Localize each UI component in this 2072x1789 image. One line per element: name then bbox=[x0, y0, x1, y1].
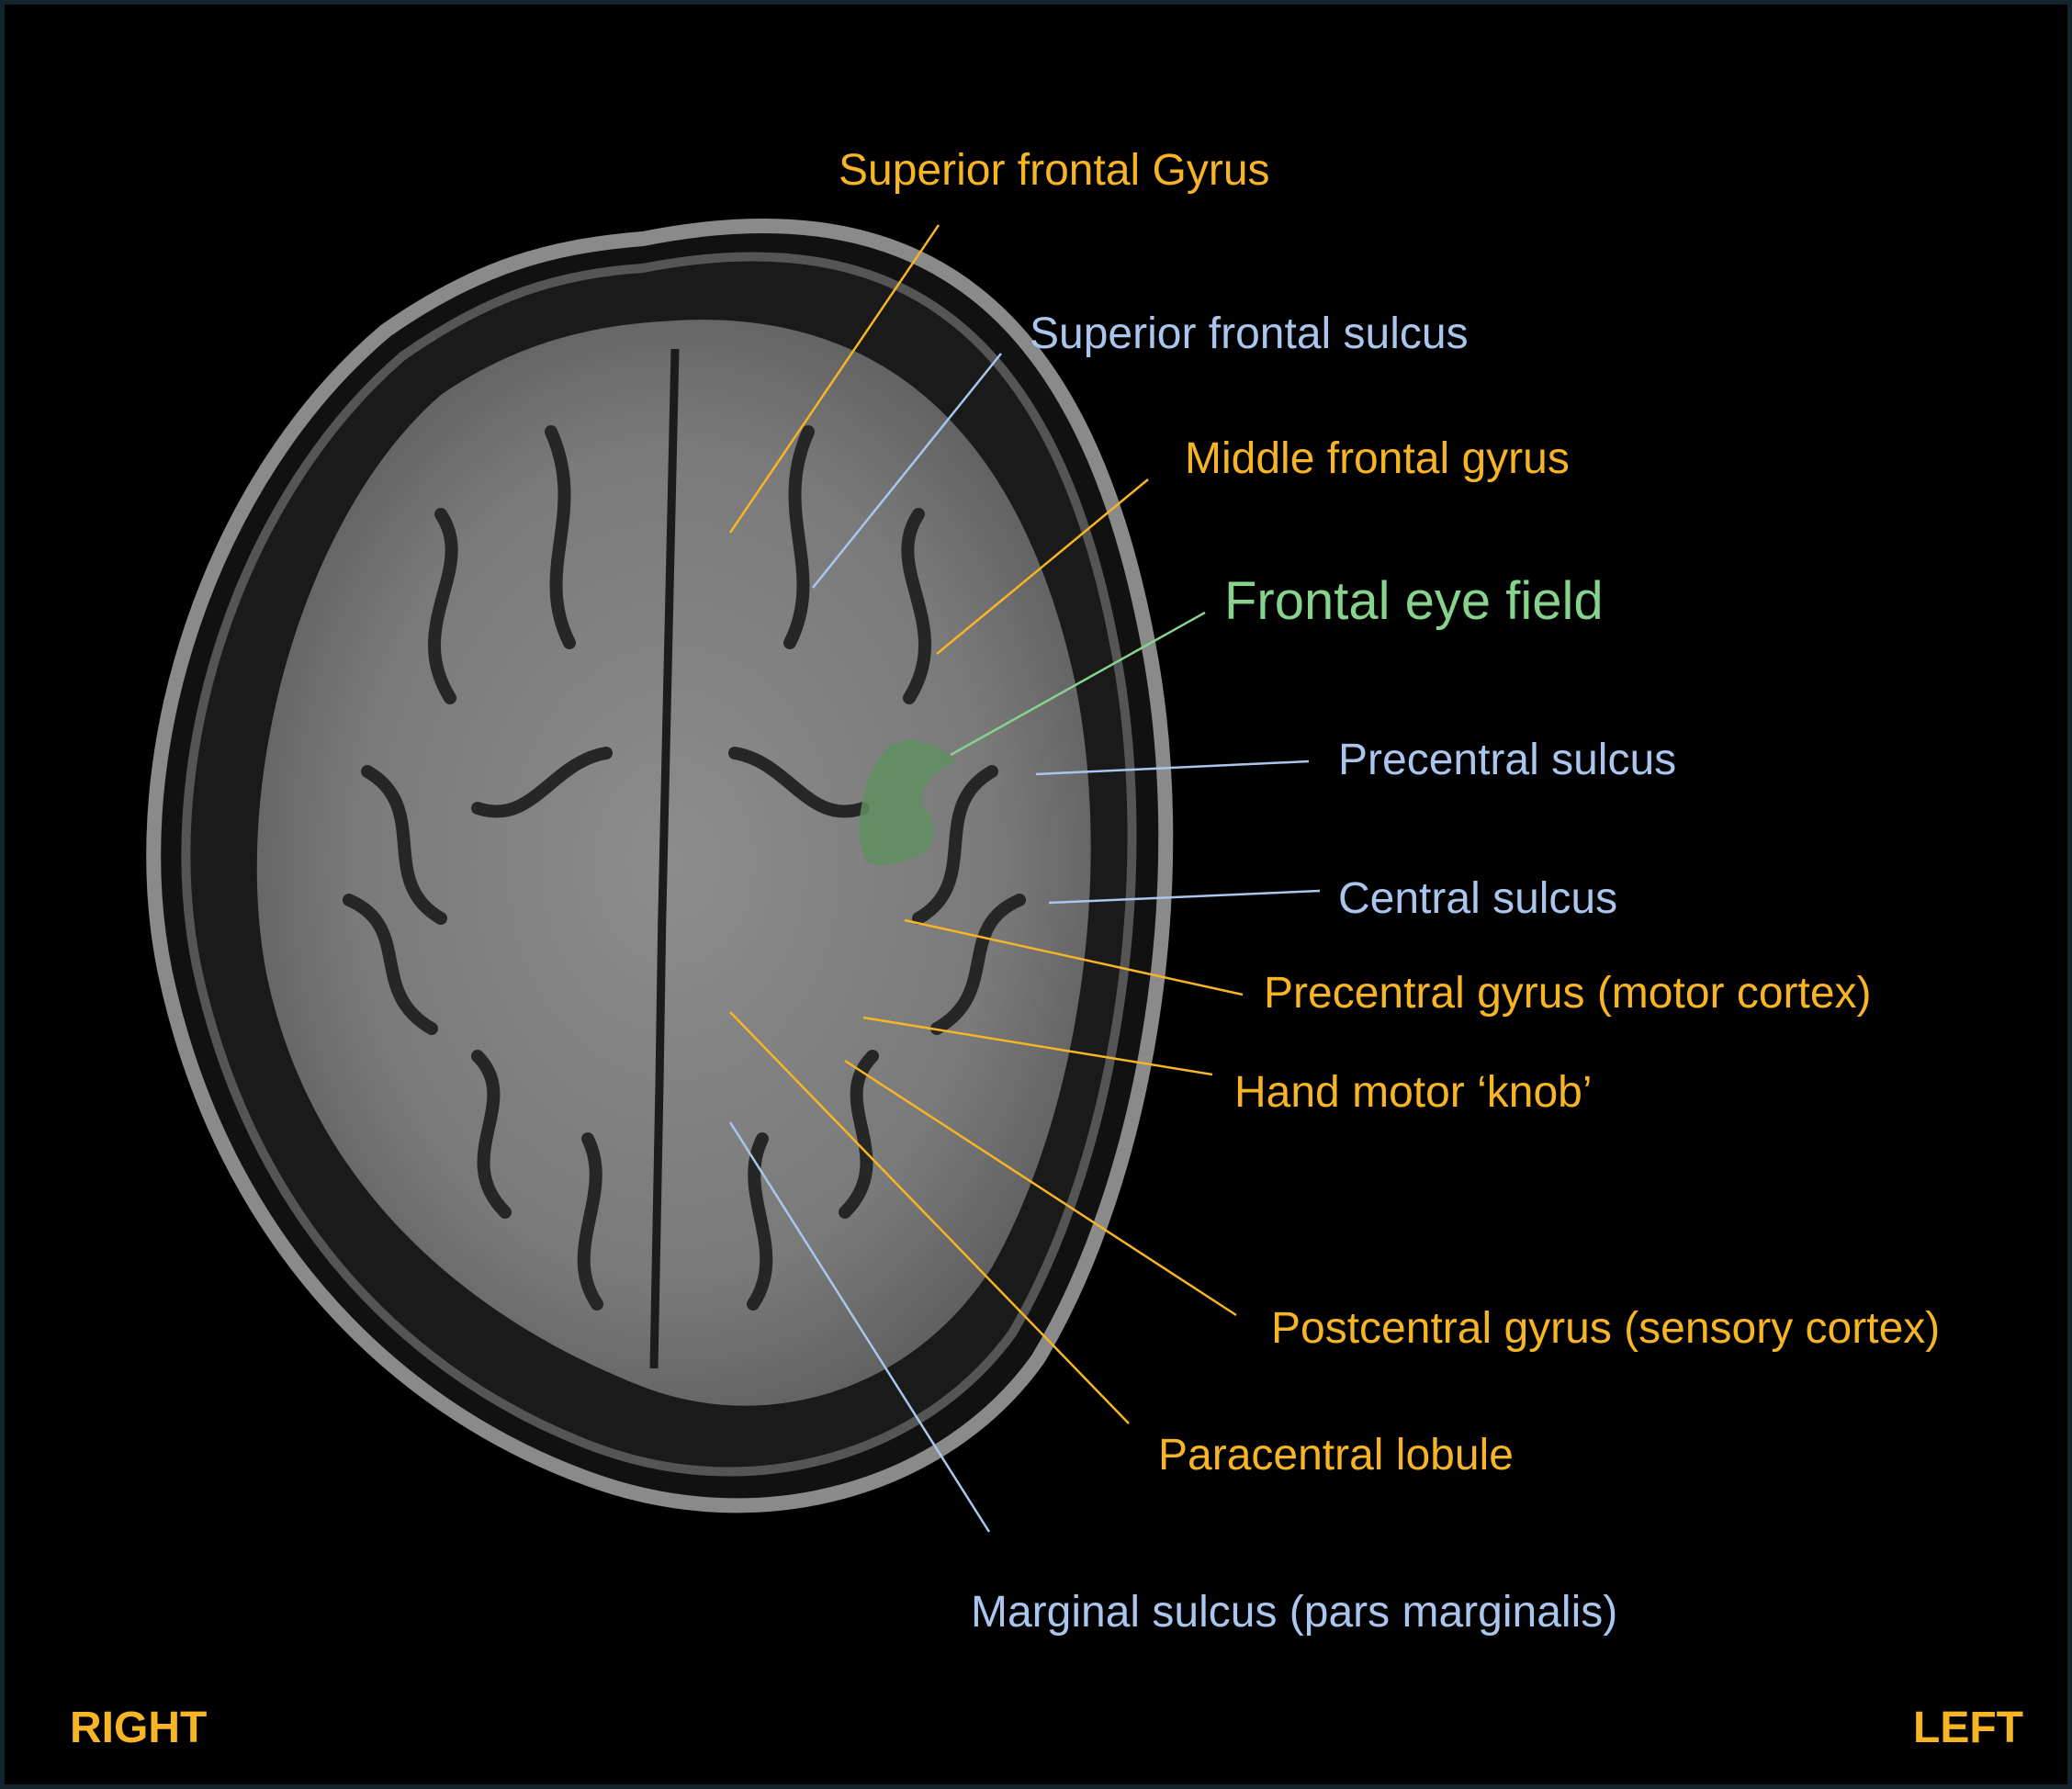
leader-line-precentral-sulcus bbox=[1035, 759, 1310, 776]
leader-line-postcentral-gyrus bbox=[844, 1059, 1237, 1317]
orientation-left-label: LEFT bbox=[1913, 1704, 2023, 1752]
label-hand-motor-knob: Hand motor ‘knob’ bbox=[1234, 1068, 1593, 1117]
leader-line-frontal-eye-field bbox=[950, 611, 1206, 757]
label-precentral-gyrus: Precentral gyrus (motor cortex) bbox=[1264, 969, 1872, 1018]
leader-line-paracentral-lobule bbox=[729, 1011, 1130, 1424]
label-central-sulcus: Central sulcus bbox=[1338, 874, 1618, 923]
label-precentral-sulcus: Precentral sulcus bbox=[1338, 736, 1677, 784]
orientation-right-label: RIGHT bbox=[70, 1704, 208, 1752]
leader-line-precentral-gyrus bbox=[904, 918, 1244, 996]
leader-lines bbox=[728, 224, 1321, 1533]
leader-line-marginal-sulcus bbox=[728, 1121, 991, 1533]
leader-line-central-sulcus bbox=[1048, 889, 1321, 905]
label-superior-frontal-gyrus: Superior frontal Gyrus bbox=[839, 146, 1270, 195]
label-middle-frontal-gyrus: Middle frontal gyrus bbox=[1185, 434, 1570, 483]
label-marginal-sulcus: Marginal sulcus (pars marginalis) bbox=[971, 1588, 1618, 1637]
label-frontal-eye-field: Frontal eye field bbox=[1224, 571, 1604, 631]
frontal-eye-field-region bbox=[859, 739, 955, 865]
leader-line-superior-frontal-sulcus bbox=[812, 353, 1002, 589]
leader-line-hand-motor-knob bbox=[862, 1016, 1213, 1076]
label-postcentral-gyrus: Postcentral gyrus (sensory cortex) bbox=[1271, 1304, 1941, 1353]
leader-line-superior-frontal-gyrus bbox=[728, 224, 940, 534]
brain-cortex bbox=[256, 320, 1091, 1406]
label-superior-frontal-sulcus: Superior frontal sulcus bbox=[1030, 309, 1469, 358]
label-paracentral-lobule: Paracentral lobule bbox=[1158, 1431, 1514, 1480]
leader-line-middle-frontal-gyrus bbox=[936, 478, 1149, 655]
